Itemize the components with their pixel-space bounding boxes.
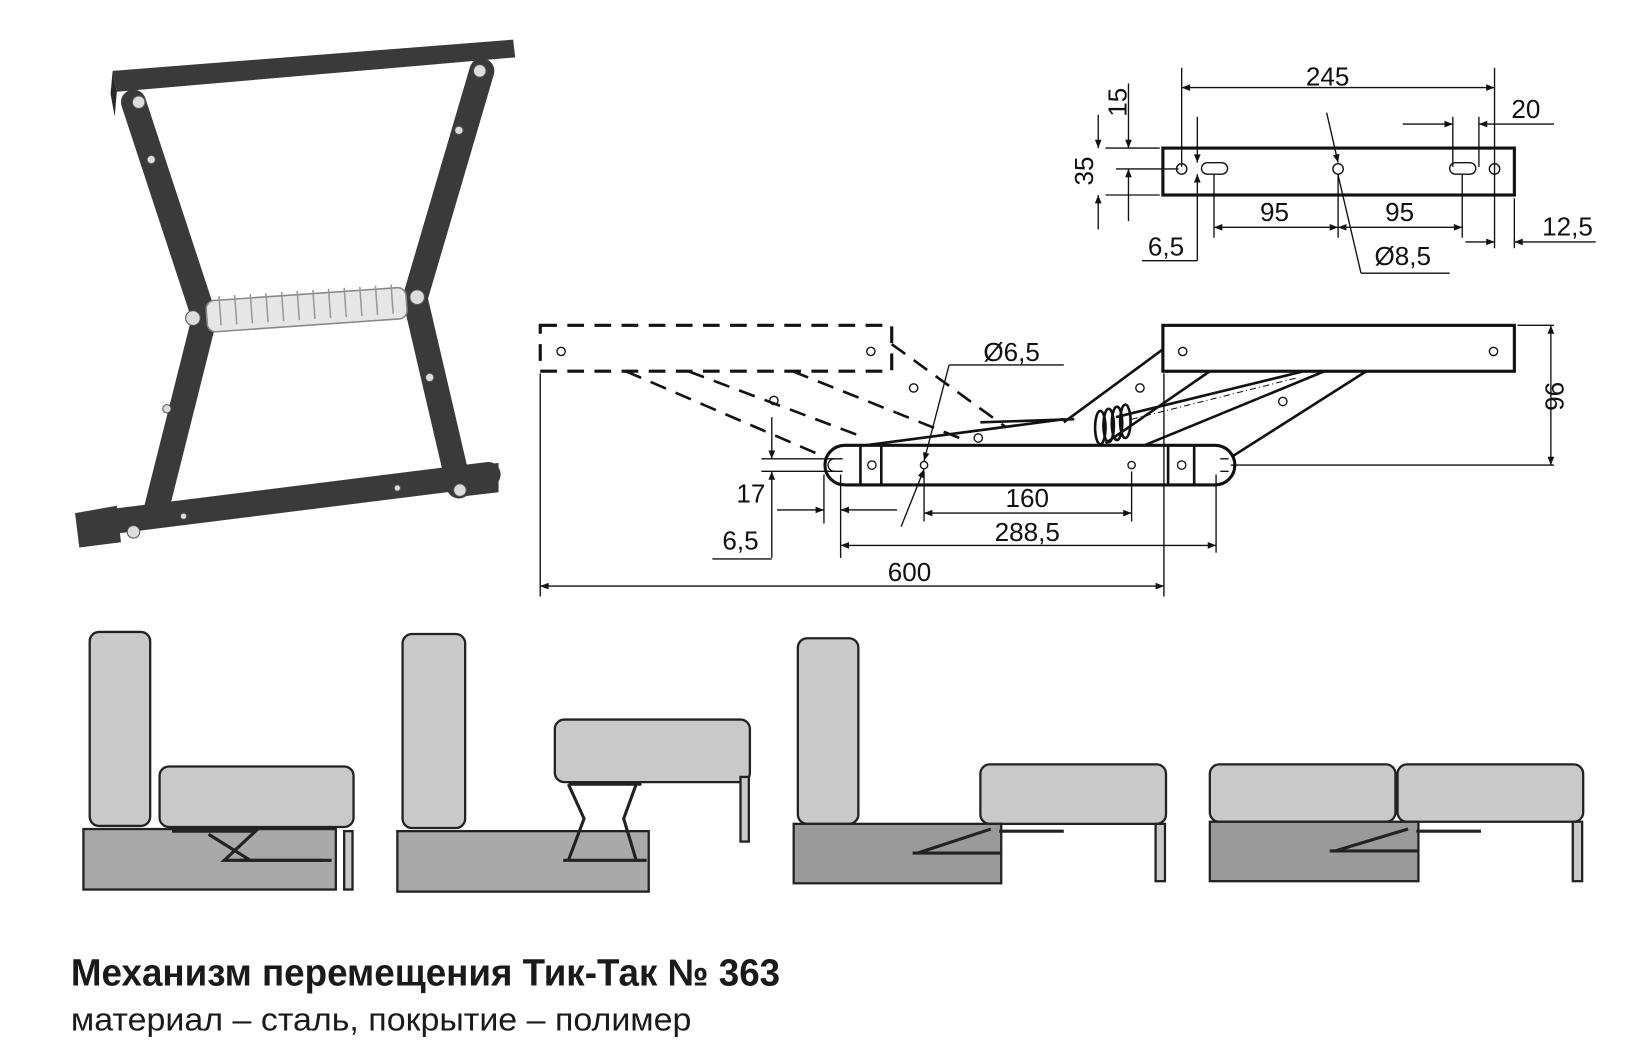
dim-travel: 600 [888, 557, 931, 587]
dim-mechanism-height: 96 [1540, 382, 1570, 411]
dim-end-offset: 12,5 [1542, 212, 1593, 242]
dim-slot-offset: 20 [1511, 94, 1540, 124]
dim-left-spacing: 95 [1260, 197, 1289, 227]
dim-hole-height: 15 [1102, 88, 1132, 117]
dim-pivot-diameter: Ø6,5 [983, 337, 1040, 367]
dim-hole-diameter: Ø8,5 [1375, 241, 1432, 271]
sofa-position-1 [82, 630, 355, 891]
sofa-position-2 [396, 632, 752, 893]
dim-slot-width: 6,5 [1148, 231, 1184, 261]
dim-bracket-width: 35 [1069, 157, 1099, 186]
spring-icon [205, 284, 408, 333]
bracket-drawing: 245 20 15 35 6,5 95 95 Ø8,5 12,5 [1069, 62, 1596, 274]
product-subtitle: материал – сталь, покрытие – полимер [71, 1001, 692, 1037]
dim-slot-width-mech: 6,5 [722, 526, 758, 556]
dim-right-spacing: 95 [1385, 197, 1414, 227]
mechanism-photo [75, 39, 516, 548]
sofa-position-3 [792, 637, 1168, 885]
dim-bracket-length: 245 [1306, 62, 1349, 92]
sofa-position-4 [1208, 763, 1585, 883]
dim-hole-spacing: 160 [1006, 483, 1049, 513]
mechanism-drawing: 96 Ø6,5 17 6,5 160 288,5 600 [538, 323, 1570, 597]
dim-vertical-offset: 17 [736, 479, 765, 509]
product-title: Механизм перемещения Тик-Так № 363 [71, 951, 780, 993]
dim-base-length: 288,5 [995, 517, 1060, 547]
